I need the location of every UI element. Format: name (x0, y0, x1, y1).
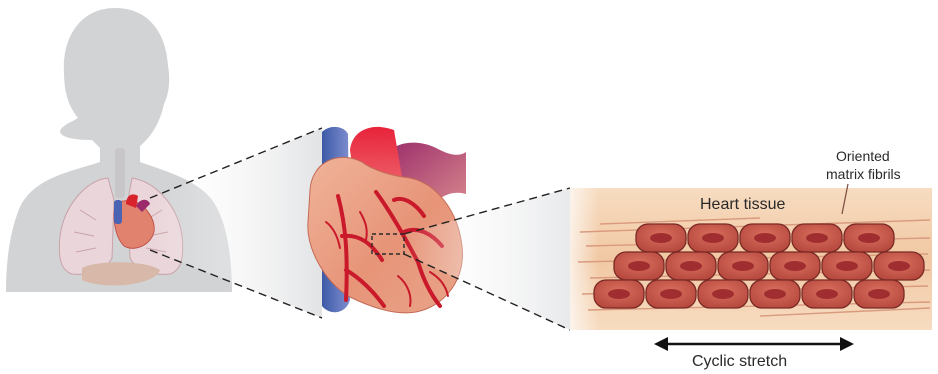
cell-nucleus (836, 261, 858, 271)
cell-nucleus (628, 261, 650, 271)
cell-nucleus (680, 261, 702, 271)
cell-nucleus (888, 261, 910, 271)
oriented-label-line2: matrix fibrils (826, 166, 901, 182)
heart-illustration-icon (308, 127, 466, 313)
cardiomyocyte-cells (594, 224, 924, 308)
cell-nucleus (712, 289, 734, 299)
oriented-label-line1: Oriented (836, 148, 890, 164)
cell-nucleus (784, 261, 806, 271)
double-arrow-icon (654, 337, 854, 351)
cell-nucleus (868, 289, 890, 299)
cell-nucleus (732, 261, 754, 271)
cell-nucleus (660, 289, 682, 299)
cell-nucleus (608, 289, 630, 299)
cell-nucleus (754, 233, 776, 243)
cell-nucleus (764, 289, 786, 299)
cell-nucleus (806, 233, 828, 243)
cyclic-stretch-label: Cyclic stretch (692, 353, 787, 370)
cell-nucleus (858, 233, 880, 243)
cell-nucleus (816, 289, 838, 299)
cell-nucleus (702, 233, 724, 243)
cell-nucleus (650, 233, 672, 243)
heart-tissue-label: Heart tissue (700, 196, 785, 213)
